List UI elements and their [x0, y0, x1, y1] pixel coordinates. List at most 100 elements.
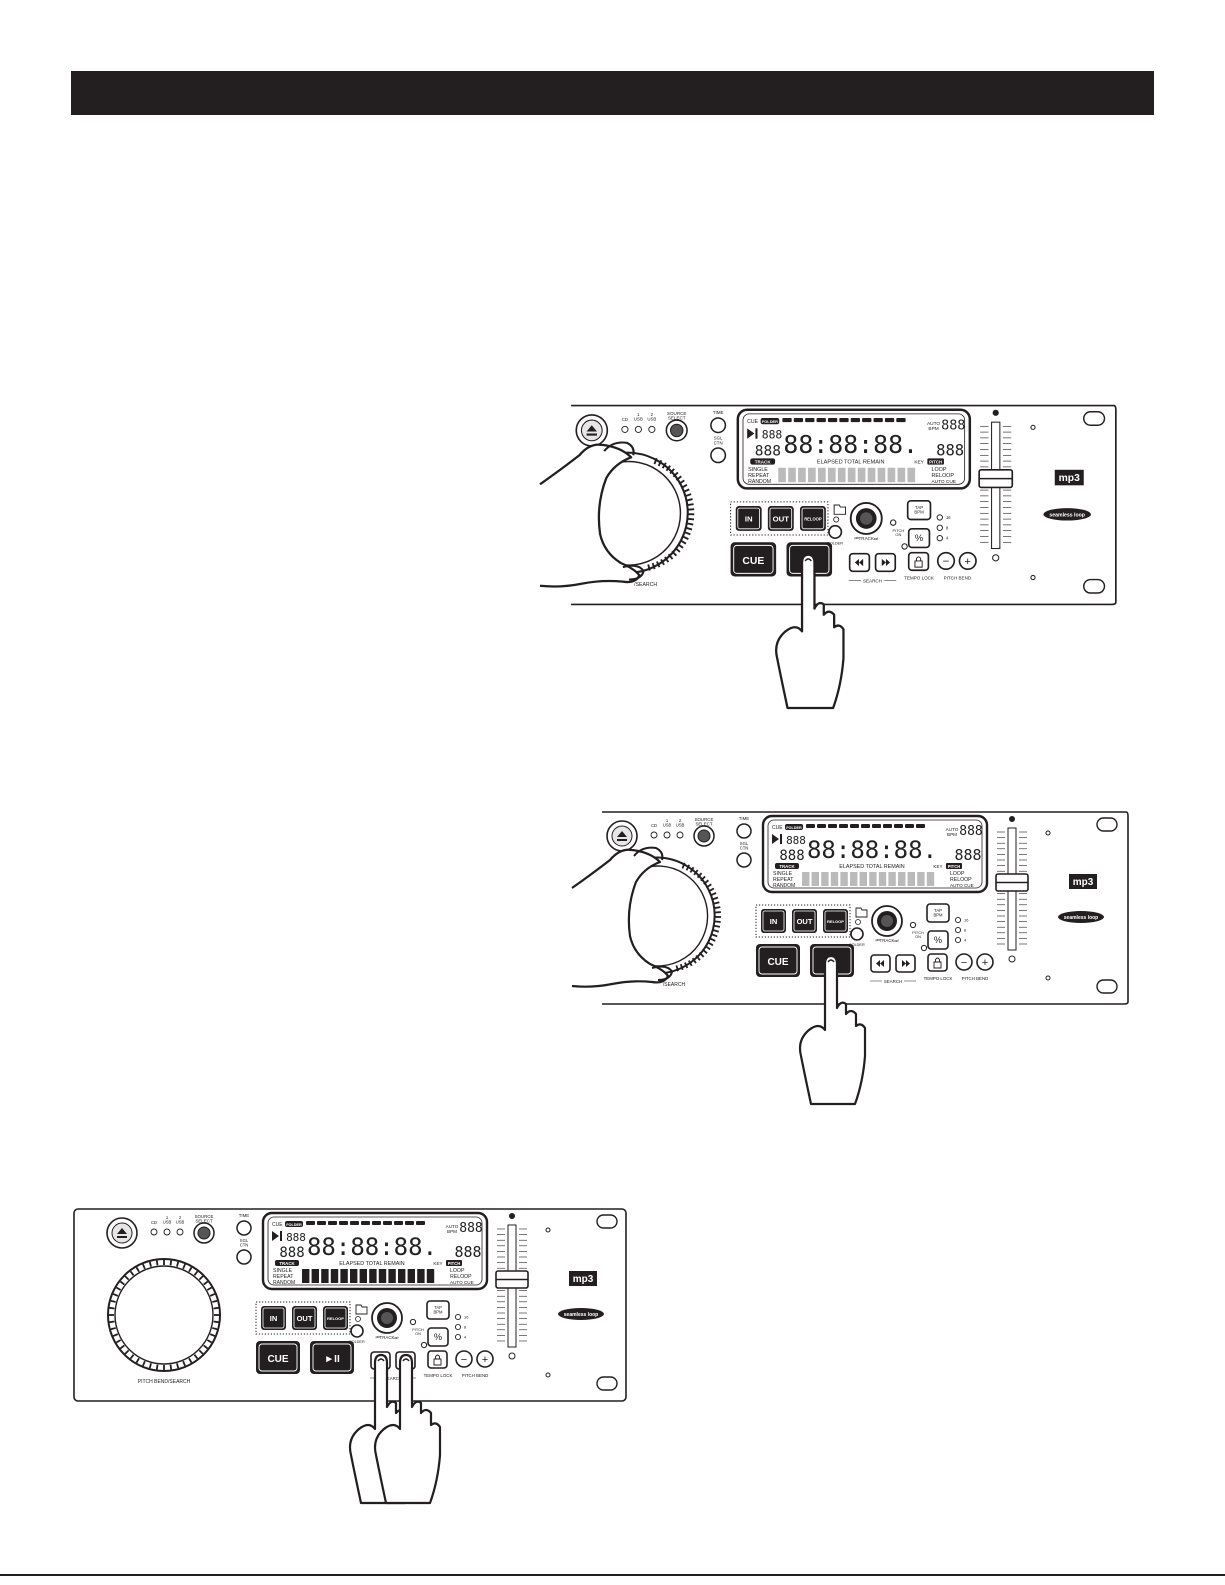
time-button[interactable]: [736, 823, 752, 839]
seamless-loop-logo: [1058, 911, 1104, 923]
lcd-bpm-digits: 888: [459, 1221, 482, 1236]
lcd-level-segment: [873, 418, 883, 423]
out-button[interactable]: [792, 909, 817, 933]
out-button[interactable]: [767, 506, 794, 531]
lcd-track-digits: 888: [779, 848, 804, 864]
jog-wheel-rib: [687, 517, 695, 521]
rack-slot-bottom: [596, 1376, 618, 1391]
lcd-play-icon: [747, 428, 755, 439]
in-button[interactable]: [735, 506, 762, 531]
lcd-pitch-digits: 888: [454, 1243, 481, 1261]
reloop-button[interactable]: [823, 909, 848, 933]
jog-wheel-rib: [109, 1320, 115, 1324]
out-button[interactable]: [292, 1306, 317, 1330]
jog-wheel-rib: [679, 963, 684, 971]
sgl-ctn-button[interactable]: [710, 447, 727, 464]
jog-wheel-rib: [714, 920, 721, 923]
lcd-repeat: REPEAT: [773, 877, 794, 883]
percent-button[interactable]: [927, 930, 949, 950]
source-label-cd: CD: [151, 1220, 157, 1225]
percent-button[interactable]: [907, 527, 931, 549]
jog-wheel-rib: [681, 483, 688, 489]
lcd-level-segment: [839, 824, 848, 828]
jog-wheel-rib: [672, 471, 679, 478]
in-button[interactable]: [261, 1306, 286, 1330]
pitch-bend-minus-button[interactable]: [455, 1350, 473, 1368]
percent-button[interactable]: [427, 1327, 449, 1347]
jog-wheel-rib: [182, 1263, 186, 1270]
time-button[interactable]: [236, 1220, 252, 1236]
pitch-bend-plus-button[interactable]: [476, 1350, 494, 1368]
tap-bpm-button[interactable]: [926, 903, 950, 923]
pitch-bend-plus-button[interactable]: [958, 551, 977, 571]
jog-wheel-inner: [637, 865, 709, 967]
rewind-icon: [876, 960, 884, 967]
tempo-lock-button[interactable]: [927, 953, 948, 972]
folder-button[interactable]: [828, 524, 843, 539]
sgl-ctn-button[interactable]: [736, 852, 752, 868]
time-label: TIME: [713, 410, 724, 415]
lcd-waveform-bar: [907, 872, 915, 886]
folder-button[interactable]: [350, 1324, 364, 1338]
lcd-inner: [267, 1216, 483, 1286]
lock-icon: [433, 1354, 442, 1366]
lcd-loop: LOOP: [450, 1268, 465, 1274]
mp3-logo: [1069, 874, 1097, 889]
cue-button[interactable]: [256, 1341, 300, 1374]
lcd-folder-tag: [285, 1221, 303, 1227]
jog-wheel-rib: [112, 1293, 119, 1297]
lcd-folder-digits: 888: [786, 834, 806, 847]
pitch-bend-minus-label: −: [461, 1354, 467, 1366]
lcd-waveform-bar: [917, 872, 925, 886]
lcd-random: RANDOM: [773, 883, 795, 889]
lcd-waveform-bar: [398, 1269, 406, 1283]
fader-plus-marker: [1008, 955, 1016, 963]
pitch-bend-minus-button[interactable]: [936, 551, 956, 571]
jog-wheel-rib: [675, 965, 679, 972]
reloop-button[interactable]: [323, 1306, 348, 1330]
percent-label: %: [915, 533, 923, 543]
jog-wheel-rib: [110, 1299, 116, 1303]
jog-wheel-rib: [671, 550, 678, 557]
folder-button[interactable]: [850, 927, 864, 941]
sgl-ctn-button[interactable]: [236, 1249, 252, 1265]
jog-wheel-rib: [698, 951, 705, 958]
screw-bottom: [1030, 574, 1036, 581]
tap-bpm-button[interactable]: [906, 500, 932, 521]
lcd-pause-bar: [780, 834, 782, 844]
seamless-loop-text: seamless loop: [1064, 915, 1098, 921]
jog-wheel-rib: [703, 879, 709, 885]
in-button[interactable]: [761, 909, 786, 933]
cue-button[interactable]: [730, 542, 777, 577]
pitch-bend-plus-button[interactable]: [976, 953, 994, 971]
lcd-waveform-bar: [837, 467, 846, 483]
lcd-waveform-bar: [821, 872, 829, 886]
tap-bpm-button[interactable]: [426, 1300, 450, 1320]
pitch-bend-minus-button[interactable]: [955, 953, 973, 971]
tempo-lock-button[interactable]: [907, 551, 930, 572]
tempo-lock-button[interactable]: [427, 1350, 448, 1369]
jog-wheel-rib: [193, 1270, 199, 1276]
jog-wheel-rib: [212, 1299, 218, 1303]
tempo-lock-led: [920, 944, 928, 952]
jog-wheel-rib: [213, 1320, 219, 1324]
lcd-cue-indicator: CUE: [272, 1222, 283, 1228]
cue-button[interactable]: [756, 944, 800, 977]
time-button[interactable]: [710, 417, 727, 434]
lcd-pause-bar: [755, 428, 758, 439]
jog-wheel-rib: [684, 962, 689, 969]
play-pause-button[interactable]: [310, 1341, 354, 1374]
reloop-button[interactable]: [799, 506, 826, 531]
jog-wheel-rib: [693, 869, 699, 876]
lcd-waveform-bar: [350, 1269, 358, 1283]
lcd-waveform-bar: [388, 1269, 396, 1283]
pitch-on-led: [409, 1318, 417, 1326]
jog-wheel-rib: [212, 1327, 218, 1331]
